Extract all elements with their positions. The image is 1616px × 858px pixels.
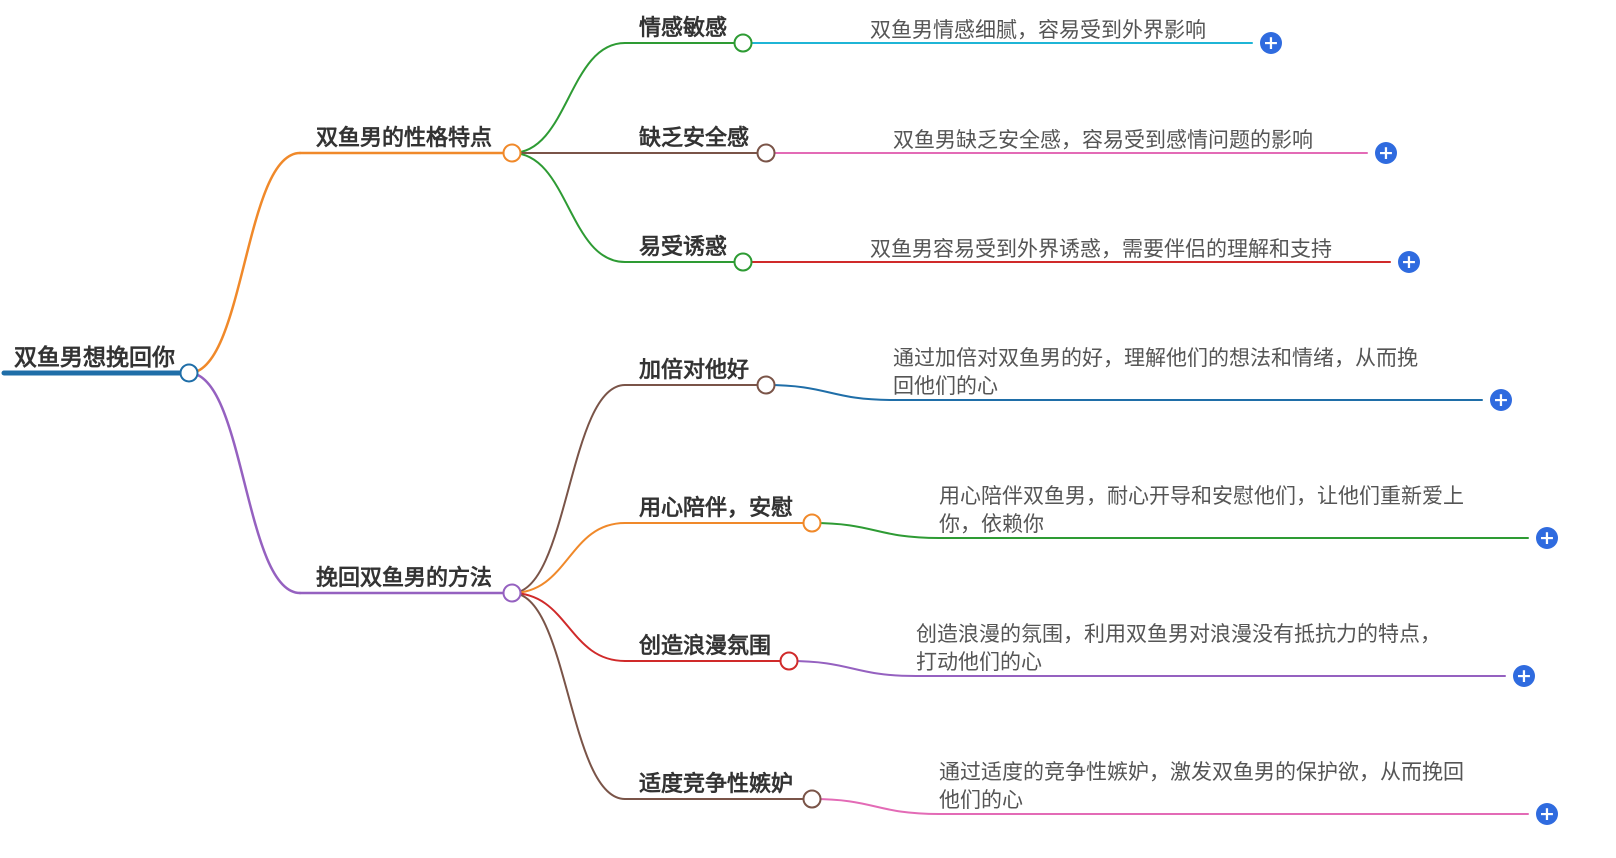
connector-line	[765, 384, 1483, 401]
plus-icon[interactable]: +	[1260, 32, 1282, 54]
subtopic-temptation[interactable]: 易受诱惑	[639, 235, 728, 260]
leaf-note-line: 用心陪伴双鱼男，耐心开导和安慰他们，让他们重新爱上	[939, 484, 1464, 508]
subtopic-emotional-sensitivity[interactable]: 情感敏感	[639, 16, 728, 41]
leaf-note-line: 通过适度的竞争性嫉妒，激发双鱼男的保护欲，从而挽回	[939, 760, 1464, 784]
subtopic-treat-better[interactable]: 加倍对他好	[639, 358, 750, 383]
connector-line	[511, 592, 626, 662]
node-toggle-circle[interactable]	[802, 789, 822, 809]
leaf-note-line: 双鱼男情感细腻，容易受到外界影响	[870, 18, 1206, 42]
root-node-label[interactable]: 双鱼男想挽回你	[14, 345, 175, 371]
plus-icon[interactable]: +	[1398, 251, 1420, 273]
node-toggle-circle[interactable]	[802, 513, 822, 533]
connector-line	[187, 371, 302, 595]
node-toggle-circle[interactable]	[779, 651, 799, 671]
leaf-note[interactable]: 用心陪伴双鱼男，耐心开导和安慰他们，让他们重新爱上 你，依赖你	[939, 482, 1464, 538]
leaf-note[interactable]: 双鱼男容易受到外界诱惑，需要伴侣的理解和支持	[870, 235, 1332, 263]
connector-line	[511, 152, 626, 263]
leaf-note-line: 通过加倍对双鱼男的好，理解他们的想法和情绪，从而挽	[893, 346, 1418, 370]
leaf-note[interactable]: 通过适度的竞争性嫉妒，激发双鱼男的保护欲，从而挽回 他们的心	[939, 758, 1464, 814]
subtopic-jealousy[interactable]: 适度竞争性嫉妒	[639, 772, 794, 797]
connector-line	[788, 660, 1506, 677]
plus-icon[interactable]: +	[1490, 389, 1512, 411]
plus-icon[interactable]: +	[1513, 665, 1535, 687]
leaf-note-line: 创造浪漫的氛围，利用双鱼男对浪漫没有抵抗力的特点，	[916, 622, 1441, 646]
leaf-note-line: 打动他们的心	[916, 650, 1042, 674]
connector-line	[511, 592, 626, 800]
plus-icon[interactable]: +	[1536, 803, 1558, 825]
subtopic-insecurity[interactable]: 缺乏安全感	[639, 126, 750, 151]
subtopic-companionship[interactable]: 用心陪伴，安慰	[639, 496, 794, 521]
leaf-note[interactable]: 双鱼男情感细腻，容易受到外界影响	[870, 16, 1206, 44]
connector-line	[187, 151, 302, 375]
leaf-note[interactable]: 创造浪漫的氛围，利用双鱼男对浪漫没有抵抗力的特点， 打动他们的心	[916, 620, 1441, 676]
node-toggle-circle[interactable]	[502, 143, 522, 163]
node-toggle-circle[interactable]	[179, 363, 199, 383]
subtopic-romance[interactable]: 创造浪漫氛围	[639, 634, 772, 659]
node-toggle-circle[interactable]	[733, 33, 753, 53]
leaf-note[interactable]: 双鱼男缺乏安全感，容易受到感情问题的影响	[893, 126, 1313, 154]
plus-icon[interactable]: +	[1536, 527, 1558, 549]
connector-line	[511, 522, 626, 594]
leaf-note-line: 回他们的心	[893, 374, 998, 398]
node-toggle-circle[interactable]	[733, 252, 753, 272]
branch-label-personality[interactable]: 双鱼男的性格特点	[316, 126, 493, 151]
connector-line	[811, 522, 1529, 539]
connector-line	[511, 42, 626, 154]
connector-line	[811, 798, 1529, 815]
leaf-note-line: 双鱼男缺乏安全感，容易受到感情问题的影响	[893, 128, 1313, 152]
leaf-note-line: 你，依赖你	[939, 512, 1044, 536]
connector-line	[511, 384, 626, 594]
plus-icon[interactable]: +	[1375, 142, 1397, 164]
node-toggle-circle[interactable]	[756, 375, 776, 395]
leaf-note-line: 他们的心	[939, 788, 1023, 812]
node-toggle-circle[interactable]	[502, 583, 522, 603]
leaf-note-line: 双鱼男容易受到外界诱惑，需要伴侣的理解和支持	[870, 237, 1332, 261]
leaf-note[interactable]: 通过加倍对双鱼男的好，理解他们的想法和情绪，从而挽 回他们的心	[893, 344, 1418, 400]
branch-label-methods[interactable]: 挽回双鱼男的方法	[316, 566, 493, 591]
node-toggle-circle[interactable]	[756, 143, 776, 163]
